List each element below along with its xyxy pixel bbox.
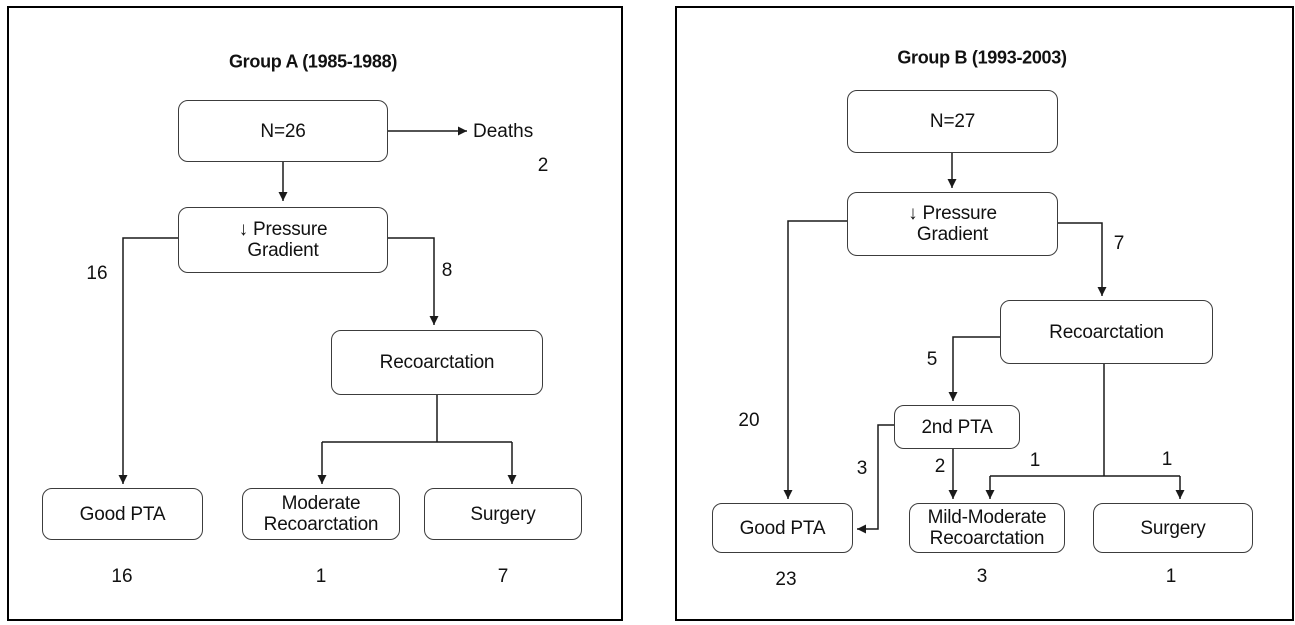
node-a-moderate-line2: Recoarctation bbox=[263, 514, 379, 535]
node-a-moderate-line1: Moderate bbox=[281, 493, 361, 514]
node-a-good-pta: Good PTA bbox=[42, 488, 203, 540]
count-b-to-good-pta: 20 bbox=[738, 410, 760, 431]
node-a-n26-label: N=26 bbox=[260, 120, 306, 142]
count-b-second-pta-to-good: 3 bbox=[856, 458, 868, 479]
edge-b-pressure-recoarctation bbox=[1058, 222, 1107, 296]
node-a-good-pta-label: Good PTA bbox=[79, 503, 166, 525]
total-b-good-pta: 23 bbox=[775, 569, 797, 590]
node-b-second-pta-label: 2nd PTA bbox=[921, 416, 993, 438]
node-b-recoarctation: Recoarctation bbox=[1000, 300, 1213, 364]
node-b-surgery: Surgery bbox=[1093, 503, 1253, 553]
edge-b-recoarctation-2ndpta bbox=[948, 336, 1000, 401]
node-a-recoarctation-label: Recoarctation bbox=[379, 352, 495, 373]
total-b-surgery: 1 bbox=[1165, 566, 1177, 587]
node-b-recoarctation-label: Recoarctation bbox=[1049, 321, 1164, 343]
node-a-pressure-gradient-line1: ↓ Pressure bbox=[238, 219, 328, 240]
count-b-second-pta-to-mild: 2 bbox=[934, 456, 946, 477]
count-b-to-second-pta: 5 bbox=[926, 349, 938, 370]
node-b-n27: N=27 bbox=[847, 90, 1058, 153]
edge-a-recoarctation-stem bbox=[322, 395, 512, 443]
group-b-panel bbox=[675, 6, 1294, 621]
group-a-panel bbox=[7, 6, 623, 621]
node-b-surgery-label: Surgery bbox=[1140, 517, 1206, 539]
total-b-mild-moderate-recoarctation: 3 bbox=[976, 566, 988, 587]
node-b-good-pta: Good PTA bbox=[712, 503, 853, 553]
count-a-to-recoarctation: 8 bbox=[441, 260, 453, 281]
count-b-to-recoarctation: 7 bbox=[1113, 233, 1125, 254]
count-b-recoarctation-to-surgery: 1 bbox=[1161, 449, 1173, 470]
node-a-pressure-gradient: ↓ Pressure Gradient bbox=[178, 207, 388, 273]
total-a-surgery: 7 bbox=[497, 566, 509, 587]
node-a-recoarctation: Recoarctation bbox=[331, 330, 543, 395]
node-b-pressure-gradient-line1: ↓ Pressure bbox=[908, 203, 997, 224]
node-a-surgery: Surgery bbox=[424, 488, 582, 540]
node-b-mild-line2: Recoarctation bbox=[929, 528, 1045, 549]
count-a-deaths: 2 bbox=[537, 155, 549, 176]
node-a-n26: N=26 bbox=[178, 100, 388, 162]
edge-a-pressure-recoarctation bbox=[388, 237, 439, 325]
count-a-to-good-pta: 16 bbox=[86, 263, 108, 284]
edge-b-pressure-goodpta bbox=[783, 220, 847, 499]
node-a-surgery-label: Surgery bbox=[470, 503, 536, 525]
group-a-title: Group A (1985-1988) bbox=[228, 51, 398, 72]
node-a-moderate-recoarctation: Moderate Recoarctation bbox=[242, 488, 400, 540]
total-a-moderate-recoarctation: 1 bbox=[315, 566, 327, 587]
edge-b-2ndpta-goodpta bbox=[857, 424, 894, 534]
group-b-title: Group B (1993-2003) bbox=[897, 47, 1067, 68]
node-b-mild-line1: Mild-Moderate bbox=[927, 507, 1047, 528]
edge-b-recoarctation-stem bbox=[990, 364, 1180, 477]
node-b-second-pta: 2nd PTA bbox=[894, 405, 1020, 449]
node-a-pressure-gradient-line2: Gradient bbox=[247, 240, 319, 261]
label-a-deaths: Deaths bbox=[473, 121, 534, 142]
total-a-good-pta: 16 bbox=[111, 566, 133, 587]
node-b-good-pta-label: Good PTA bbox=[739, 517, 826, 539]
node-b-n27-label: N=27 bbox=[929, 111, 976, 132]
edge-a-pressure-goodpta bbox=[118, 237, 178, 484]
node-b-pressure-gradient-line2: Gradient bbox=[916, 224, 989, 245]
count-b-recoarctation-to-mild: 1 bbox=[1029, 450, 1041, 471]
node-b-pressure-gradient: ↓ Pressure Gradient bbox=[847, 192, 1058, 256]
node-b-mild-moderate-recoarctation: Mild-Moderate Recoarctation bbox=[909, 503, 1065, 553]
